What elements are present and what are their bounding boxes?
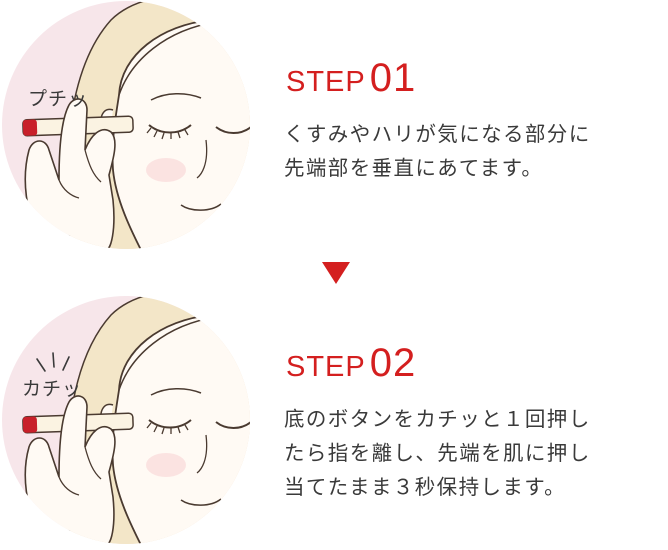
description-line: 当てたまま３秒保持します。 — [284, 475, 567, 499]
step-01-description: くすみやハリが気になる部分に 先端部を垂直にあてます。 — [284, 117, 591, 185]
sound-effect-label: カチッ — [22, 378, 83, 400]
face-illustration-step-02 — [1, 295, 251, 545]
description-line: くすみやハリが気になる部分に — [284, 122, 591, 146]
down-triangle-icon — [322, 262, 350, 284]
face-illustration-step-01 — [1, 0, 251, 250]
step-02-description: 底のボタンをカチッと１回押し たら指を離し、先端を肌に押し 当てたまま３秒保持し… — [284, 402, 591, 504]
step-number: 01 — [369, 56, 417, 100]
description-line: 先端部を垂直にあてます。 — [284, 156, 544, 180]
step-number: 02 — [369, 341, 417, 385]
description-line: たら指を離し、先端を肌に押し — [284, 441, 591, 465]
step-label: STEP — [286, 66, 366, 98]
sound-effect-label: プチッ — [28, 88, 89, 110]
description-line: 底のボタンをカチッと１回押し — [284, 407, 591, 431]
step-label: STEP — [286, 351, 366, 383]
